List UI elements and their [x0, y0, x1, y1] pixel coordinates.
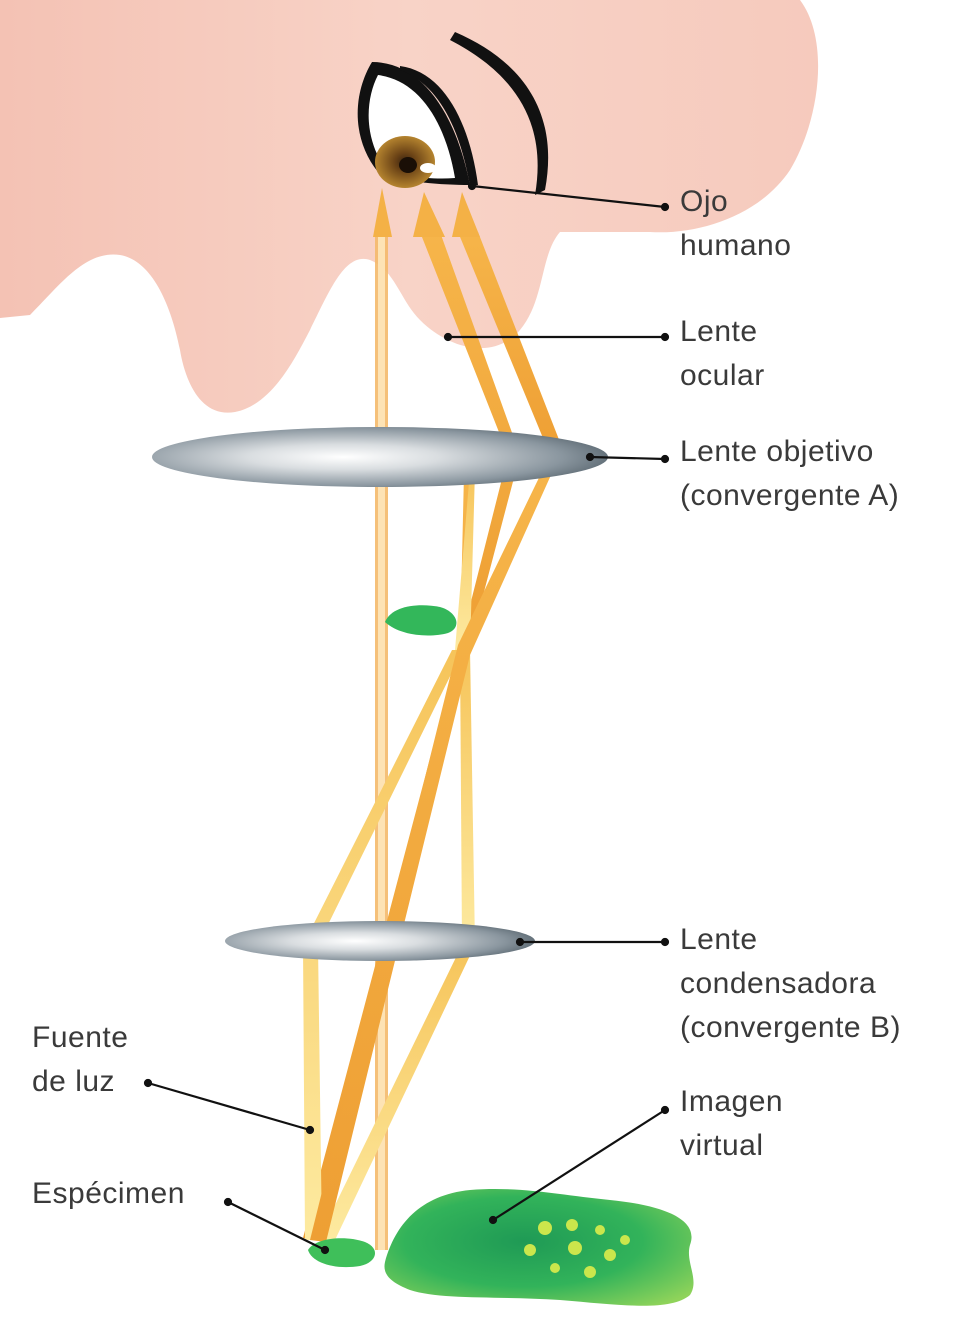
intermediate-image	[385, 605, 456, 635]
label-light-source: Fuente de luz	[32, 1016, 128, 1104]
leader-light-source	[148, 1083, 310, 1130]
label-ocular-lens: Lente ocular	[680, 310, 765, 398]
objective-lens	[152, 427, 608, 487]
label-specimen: Espécimen	[32, 1172, 185, 1216]
condenser-lens	[225, 921, 535, 961]
specimen	[308, 1238, 375, 1267]
label-eye: Ojo humano	[680, 180, 791, 268]
ray-right	[310, 455, 560, 1242]
label-objective-lens: Lente objetivo (convergente A)	[680, 430, 899, 518]
label-virtual-image: Imagen virtual	[680, 1080, 783, 1168]
light-rays	[303, 188, 565, 1250]
virtual-image	[384, 1189, 693, 1306]
label-condenser-lens: Lente condensadora (convergente B)	[680, 918, 901, 1050]
